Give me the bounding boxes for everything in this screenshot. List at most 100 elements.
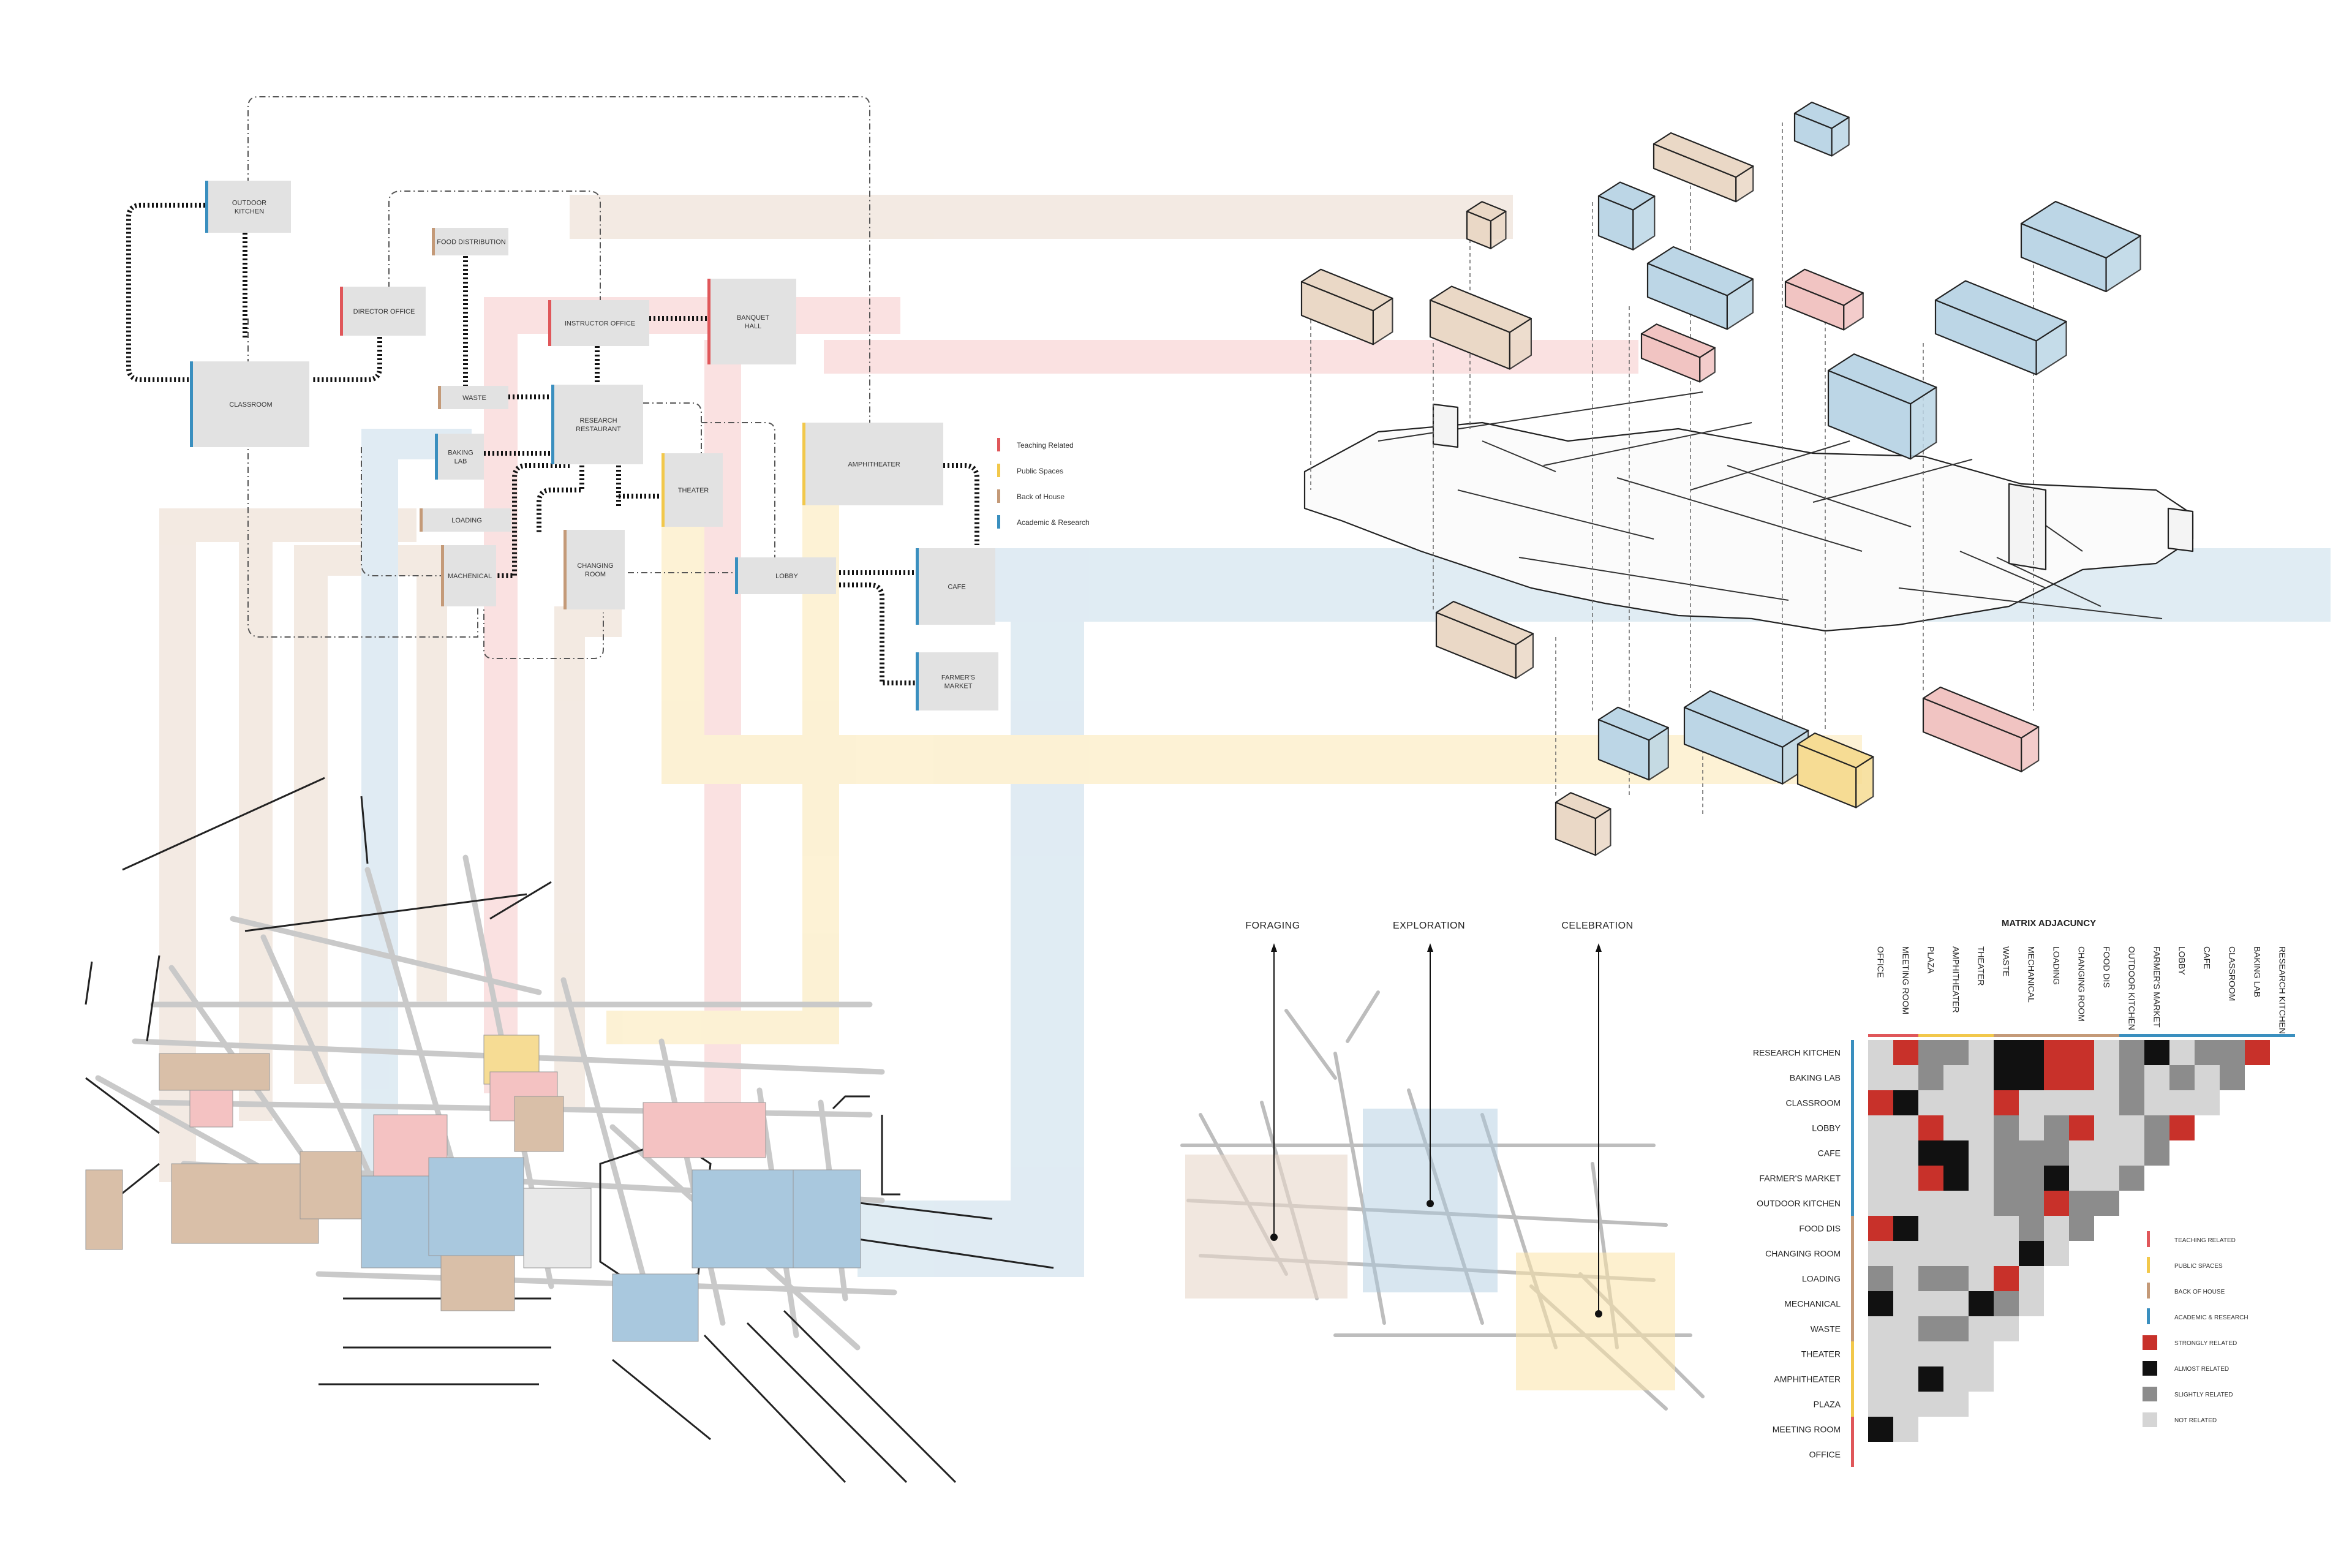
matrix-cell — [2220, 1040, 2245, 1065]
matrix-legend-label: SLIGHTLY RELATED — [2174, 1392, 2233, 1398]
matrix-cell — [2019, 1266, 2044, 1291]
matrix-cell — [1868, 1316, 1893, 1341]
iso-block — [1793, 101, 1850, 157]
room-category-bar — [190, 361, 193, 447]
matrix-column-category-bar — [2019, 1034, 2044, 1037]
iso-road-line — [1812, 459, 1973, 503]
matrix-legend-label: ACADEMIC & RESEARCH — [2174, 1314, 2248, 1321]
matrix-cell — [1893, 1140, 1918, 1166]
matrix-column-label: CLASSROOM — [2228, 946, 2237, 1001]
foraging-zone — [1185, 1155, 1348, 1298]
site-zone — [171, 1163, 319, 1244]
dashed-links — [247, 96, 870, 659]
matrix-cell — [1943, 1316, 1969, 1341]
room-category-bar — [916, 652, 919, 710]
matrix-cell — [2044, 1090, 2069, 1115]
matrix-row-category-bar — [1851, 1191, 1854, 1216]
band-beige-vertical-5 — [554, 606, 585, 1109]
matrix-cell — [1994, 1065, 2019, 1090]
matrix-legend-label: ALMOST RELATED — [2174, 1366, 2229, 1373]
matrix-legend-swatch — [2147, 1257, 2150, 1273]
matrix-column-label: LOBBY — [2177, 946, 2187, 975]
matrix-cell — [1969, 1216, 1994, 1241]
matrix-row-label: LOADING — [1802, 1274, 1841, 1284]
room-food-distribution: FOOD DISTRIBUTION — [432, 228, 508, 255]
iso-site-lines — [1378, 391, 2163, 619]
site-boundary-line — [845, 1236, 1054, 1269]
matrix-cell — [2044, 1191, 2069, 1216]
isometric-massing — [1300, 101, 2194, 856]
matrix-cell — [1868, 1216, 1893, 1241]
site-zone — [300, 1151, 362, 1219]
iso-face-top — [1784, 268, 1864, 306]
legend-swatch — [997, 489, 1000, 503]
room-label-line: AMPHITHEATER — [848, 461, 900, 469]
site-zone — [159, 1053, 270, 1091]
site-boundary-line — [612, 1359, 711, 1441]
matrix-cell — [1994, 1040, 2019, 1065]
matrix-row-category-bar — [1851, 1040, 1854, 1065]
street — [230, 916, 542, 995]
matrix-cell — [2119, 1166, 2144, 1191]
band-beige-horizontal-3 — [554, 606, 622, 637]
matrix-legend-swatch — [2143, 1387, 2157, 1401]
matrix-row-label: BAKING LAB — [1790, 1073, 1841, 1083]
room-label: INSTRUCTOR OFFICE — [565, 320, 635, 328]
matrix-row-category-bar — [1851, 1090, 1854, 1115]
band-beige-vertical-4 — [417, 573, 447, 1001]
room-label-line: HALL — [745, 323, 762, 330]
matrix-legend-label: BACK OF HOUSE — [2174, 1289, 2225, 1295]
site-zone — [692, 1169, 797, 1268]
legend-swatch — [997, 438, 1000, 451]
matrix-legend-swatch — [2143, 1335, 2157, 1350]
room-label-line: LAB — [454, 458, 467, 466]
celebration-title: CELEBRATION — [1561, 921, 1633, 931]
matrix-column-label: OUTDOOR KITCHEN — [2127, 946, 2137, 1030]
iso-block — [1922, 686, 2040, 772]
matrix-cell — [2019, 1166, 2044, 1191]
matrix-cell — [1918, 1216, 1943, 1241]
matrix-cell — [1918, 1366, 1943, 1392]
matrix-cell — [2144, 1140, 2169, 1166]
iso-road-line — [1482, 440, 1556, 472]
strong-link-research-changing — [537, 466, 584, 533]
matrix-cell — [1994, 1191, 2019, 1216]
room-label: WASTE — [462, 394, 486, 402]
band-blue-vertical-2 — [1011, 548, 1084, 1277]
iso-face-top — [1597, 181, 1656, 211]
iso-building-wall — [2167, 507, 2194, 552]
matrix-row-label: OFFICE — [1809, 1450, 1841, 1460]
room-label: CLASSROOM — [229, 401, 272, 409]
matrix-column-category-bar — [2169, 1034, 2195, 1037]
matrix-cell — [1943, 1115, 1969, 1140]
matrix-cell — [1994, 1291, 2019, 1316]
matrix-column-label: FOOD DIS — [2102, 946, 2112, 988]
iso-building-wall — [1432, 403, 1459, 448]
room-category-bar — [707, 279, 710, 364]
iso-block — [1796, 732, 1874, 809]
room-label-line: RESTAURANT — [576, 426, 621, 433]
iso-face-top — [1827, 353, 1937, 405]
site-boundary-line — [881, 1115, 900, 1196]
iso-block — [2020, 200, 2141, 293]
matrix-cell — [2094, 1191, 2119, 1216]
matrix-cell — [1868, 1115, 1893, 1140]
matrix-cell — [1943, 1266, 1969, 1291]
matrix-cell — [1918, 1241, 1943, 1266]
site-boundary-line — [839, 1199, 993, 1220]
room-category-bar — [435, 434, 438, 480]
room-lobby: LOBBY — [735, 557, 836, 594]
iso-face-top — [1640, 323, 1716, 358]
street — [315, 1271, 897, 1295]
iso-road-line — [1690, 440, 1850, 491]
matrix-column-label: MECHANICAL — [2027, 946, 2037, 1003]
matrix-cell — [2069, 1166, 2094, 1191]
band-instructor — [484, 297, 900, 334]
matrix-cell — [2169, 1115, 2195, 1140]
